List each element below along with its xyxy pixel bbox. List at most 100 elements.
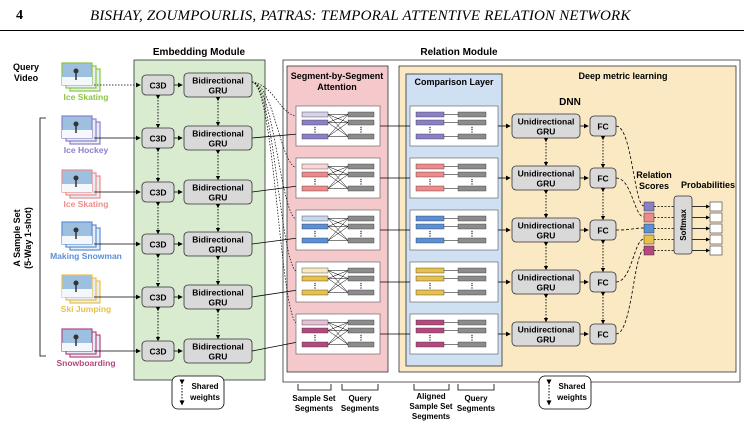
att-link: [327, 278, 349, 293]
att-link: [327, 174, 349, 189]
cmp-sample-seg-3-2: [415, 289, 445, 296]
unigru-box-1-label-2: GRU: [537, 179, 556, 189]
cmp-sample-seg-2-1: [415, 223, 445, 230]
cmp-sample-ellipsis-0: ⋮: [427, 126, 434, 134]
cmp-query-seg-3-1: [457, 275, 487, 282]
video-figure-4: [73, 280, 79, 286]
bottom-aligned-2: Sample Set: [409, 402, 452, 411]
probabilities-label: Probabilities: [681, 180, 735, 190]
att-query-seg-1-1: [347, 171, 375, 178]
cmp-query-seg-2-2: [457, 237, 487, 244]
cmp-sample-seg-0-0: [415, 111, 445, 118]
video-figure-2: [73, 175, 79, 181]
att-query-ellipsis-2: ⋮: [358, 230, 365, 238]
cmp-query-seg-1-0: [457, 163, 487, 170]
c3d-box-0-label: C3D: [149, 81, 166, 91]
cmp-sample-seg-4-1: [415, 327, 445, 334]
fc-to-score-0: [615, 125, 645, 207]
cmp-sample-seg-2-2: [415, 237, 445, 244]
cmp-query-ellipsis-2: ⋮: [469, 230, 476, 238]
video-label-3: Making Snowman: [50, 251, 122, 261]
cmp-query-seg-3-0: [457, 267, 487, 274]
relation-scores-label-1: Relation: [636, 170, 672, 180]
cmp-sample-ellipsis-3: ⋮: [427, 282, 434, 290]
cmp-query-ellipsis-1: ⋮: [469, 178, 476, 186]
cmp-sample-seg-3-0: [415, 267, 445, 274]
query-feed-0: [251, 81, 299, 117]
bigru-box-3-label-1: Bidirectional: [192, 235, 243, 245]
cmp-query-seg-1-1: [457, 171, 487, 178]
shared-weights-label-right-1: Shared: [558, 382, 585, 391]
shared-weights-box-left: [171, 375, 225, 410]
att-link: [327, 270, 349, 293]
cmp-sample-seg-1-2: [415, 185, 445, 192]
probability-cell-2: [709, 223, 723, 234]
att-sample-seg-4-0: [301, 319, 329, 326]
c3d-box-2-label: C3D: [149, 188, 166, 198]
bigru-box-5-label-1: Bidirectional: [192, 342, 243, 352]
cmp-sample-seg-0-2: [415, 133, 445, 140]
cmp-sample-seg-2-0: [415, 215, 445, 222]
bottom-query-segments-1: Query: [348, 394, 372, 403]
cmp-sample-ellipsis-1: ⋮: [427, 178, 434, 186]
unigru-box-4-label-1: Unidirectional: [518, 325, 575, 335]
att-sample-ellipsis-1: ⋮: [312, 178, 319, 186]
sample-set-label-1: A Sample Set: [12, 209, 22, 266]
video-label-4: Ski Jumping: [61, 304, 112, 314]
shared-weights-label-right-2: weights: [556, 393, 587, 402]
attention-title-1: Segment-by-Segment: [291, 71, 384, 81]
video-snow-1: [62, 130, 92, 138]
att-link: [327, 322, 349, 345]
video-label-5: Snowboarding: [56, 358, 115, 368]
att-sample-seg-2-2: [301, 237, 329, 244]
att-link: [327, 322, 349, 331]
video-label-1: Ice Hockey: [64, 145, 109, 155]
att-query-seg-3-1: [347, 275, 375, 282]
sample-feed-3: [251, 289, 299, 298]
video-snow-0: [62, 77, 92, 85]
cmp-query-seg-4-2: [457, 341, 487, 348]
att-sample-ellipsis-4: ⋮: [312, 334, 319, 342]
video-snow-5: [62, 343, 92, 351]
bigru-box-4-label-1: Bidirectional: [192, 288, 243, 298]
att-sample-seg-2-1: [301, 223, 329, 230]
shared-weights-box-right: [538, 375, 592, 410]
att-query-seg-2-0: [347, 215, 375, 222]
att-link: [327, 166, 349, 175]
query-feed-3: [251, 81, 299, 273]
att-query-seg-0-2: [347, 133, 375, 140]
cmp-query-seg-0-2: [457, 133, 487, 140]
cmp-sample-seg-3-1: [415, 275, 445, 282]
att-sample-seg-2-0: [301, 215, 329, 222]
att-link: [327, 114, 349, 137]
att-link: [327, 218, 349, 227]
sample-set-bracket: [39, 117, 46, 357]
fc-box-0-label: FC: [597, 122, 608, 132]
bigru-box-1-label-1: Bidirectional: [192, 129, 243, 139]
query-label-2: Video: [14, 73, 39, 83]
att-sample-seg-3-1: [301, 275, 329, 282]
video-figure-3: [73, 227, 79, 233]
query-feed-4: [251, 81, 299, 325]
att-query-seg-3-2: [347, 289, 375, 296]
fc-to-score-2: [615, 227, 645, 231]
cmp-query-seg-0-1: [457, 119, 487, 126]
fc-box-4-label: FC: [597, 330, 608, 340]
att-link: [327, 270, 349, 279]
running-header: 4 BISHAY, ZOUMPOURLIS, PATRAS: TEMPORAL …: [0, 6, 744, 31]
att-sample-seg-4-1: [301, 327, 329, 334]
fc-box-1-label: FC: [597, 174, 608, 184]
metric-title: Deep metric learning: [578, 71, 667, 81]
att-sample-seg-1-2: [301, 185, 329, 192]
comparison-title: Comparison Layer: [414, 77, 494, 87]
att-query-seg-4-2: [347, 341, 375, 348]
shared-weights-label-left-1: Shared: [191, 382, 218, 391]
att-query-ellipsis-0: ⋮: [358, 126, 365, 134]
att-query-seg-4-0: [347, 319, 375, 326]
bigru-box-4-label-2: GRU: [209, 298, 228, 308]
query-label-1: Query: [13, 62, 39, 72]
att-sample-ellipsis-2: ⋮: [312, 230, 319, 238]
att-sample-seg-0-0: [301, 111, 329, 118]
bigru-box-3-label-2: GRU: [209, 245, 228, 255]
